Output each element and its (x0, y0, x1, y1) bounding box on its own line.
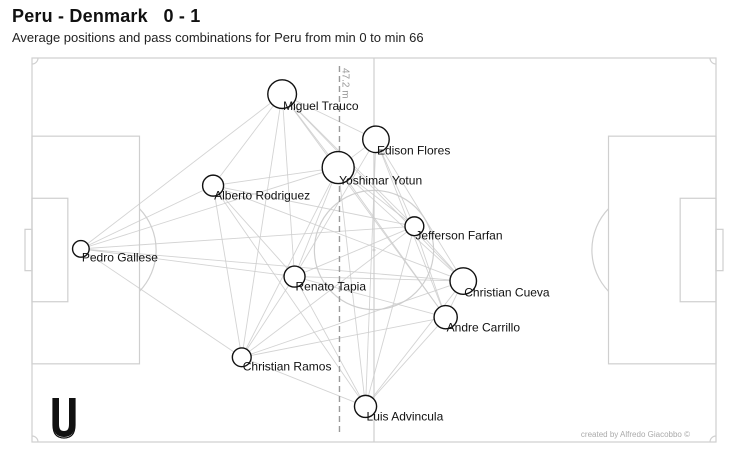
player-label: Renato Tapia (296, 279, 367, 293)
player-node (231, 347, 252, 368)
corner-arc (31, 57, 39, 65)
pass-link (80, 248, 243, 358)
pass-link (337, 167, 447, 318)
pass-link (241, 356, 366, 407)
player-node (71, 239, 90, 258)
credit-text: created by Alfredo Giacobbo © (581, 430, 690, 439)
average-distance-label: 47.2 m (339, 68, 350, 99)
right-penalty-arc (591, 208, 609, 292)
pass-link (213, 167, 339, 187)
pass-link (80, 185, 214, 250)
player-label: Miguel Trauco (283, 99, 359, 113)
player-label: Luis Advincula (367, 410, 444, 424)
pass-link (80, 93, 283, 250)
chart-subtitle: Average positions and pass combinations … (12, 30, 424, 45)
player-node (283, 265, 306, 288)
pass-link (80, 167, 339, 250)
pass-link (281, 94, 295, 277)
player-label: Edison Flores (377, 144, 450, 158)
player-label: Yoshimar Yotun (339, 173, 422, 187)
player-node (362, 125, 390, 154)
pass-link (365, 280, 464, 407)
pass-links (80, 93, 464, 407)
player-label: Pedro Gallese (82, 250, 158, 264)
right-goal (715, 228, 724, 272)
pass-link (212, 93, 283, 186)
player-node (433, 304, 458, 330)
pass-link (294, 276, 446, 318)
pass-link (212, 185, 295, 277)
corner-arc (709, 57, 717, 65)
pass-link (212, 185, 464, 282)
pitch-markings (24, 57, 724, 443)
player-label: Jefferson Farfan (415, 228, 502, 242)
pass-link (294, 167, 339, 277)
player-node (449, 267, 478, 296)
pass-link (365, 226, 415, 407)
pass-link (294, 225, 415, 277)
pass-link (241, 316, 446, 358)
average-line-layer: 47.2 m (338, 66, 350, 434)
pass-link (80, 225, 415, 250)
corner-arc (31, 435, 39, 443)
pass-link (80, 248, 295, 277)
pass-link (281, 93, 464, 282)
corner-arc (709, 435, 717, 443)
right-penalty-area (607, 135, 717, 365)
player-node (353, 394, 378, 419)
pass-link (294, 276, 366, 407)
chart-title: Peru - Denmark 0 - 1 (12, 6, 201, 26)
pass-link (281, 93, 377, 140)
player-node (404, 216, 425, 237)
pass-link (241, 94, 283, 358)
pass-link (212, 185, 243, 358)
pass-link (241, 167, 339, 358)
player-node (267, 79, 298, 110)
left-six-yard-box (31, 197, 69, 303)
pass-link (80, 248, 464, 282)
pass-link (337, 167, 464, 282)
pass-link (294, 139, 377, 277)
pass-link (337, 167, 366, 407)
player-label: Christian Cueva (464, 285, 550, 299)
pass-link (294, 276, 464, 282)
pass-link (375, 139, 415, 227)
logo-icon (52, 398, 76, 439)
player-label: Andre Carrillo (447, 321, 521, 335)
right-six-yard-box (679, 197, 717, 303)
pass-link (413, 226, 447, 318)
pass-link (241, 280, 464, 358)
left-goal (24, 228, 33, 272)
player-node (201, 174, 225, 197)
pass-link (375, 139, 464, 282)
player-node (321, 150, 355, 185)
pass-link (365, 316, 446, 407)
player-label: Alberto Rodriguez (214, 188, 310, 202)
pass-link (365, 139, 377, 407)
center-spot (372, 248, 376, 252)
pass-link (213, 185, 415, 227)
pass-link (241, 276, 295, 358)
player-label: Christian Ramos (243, 359, 332, 373)
pass-link (241, 225, 415, 358)
